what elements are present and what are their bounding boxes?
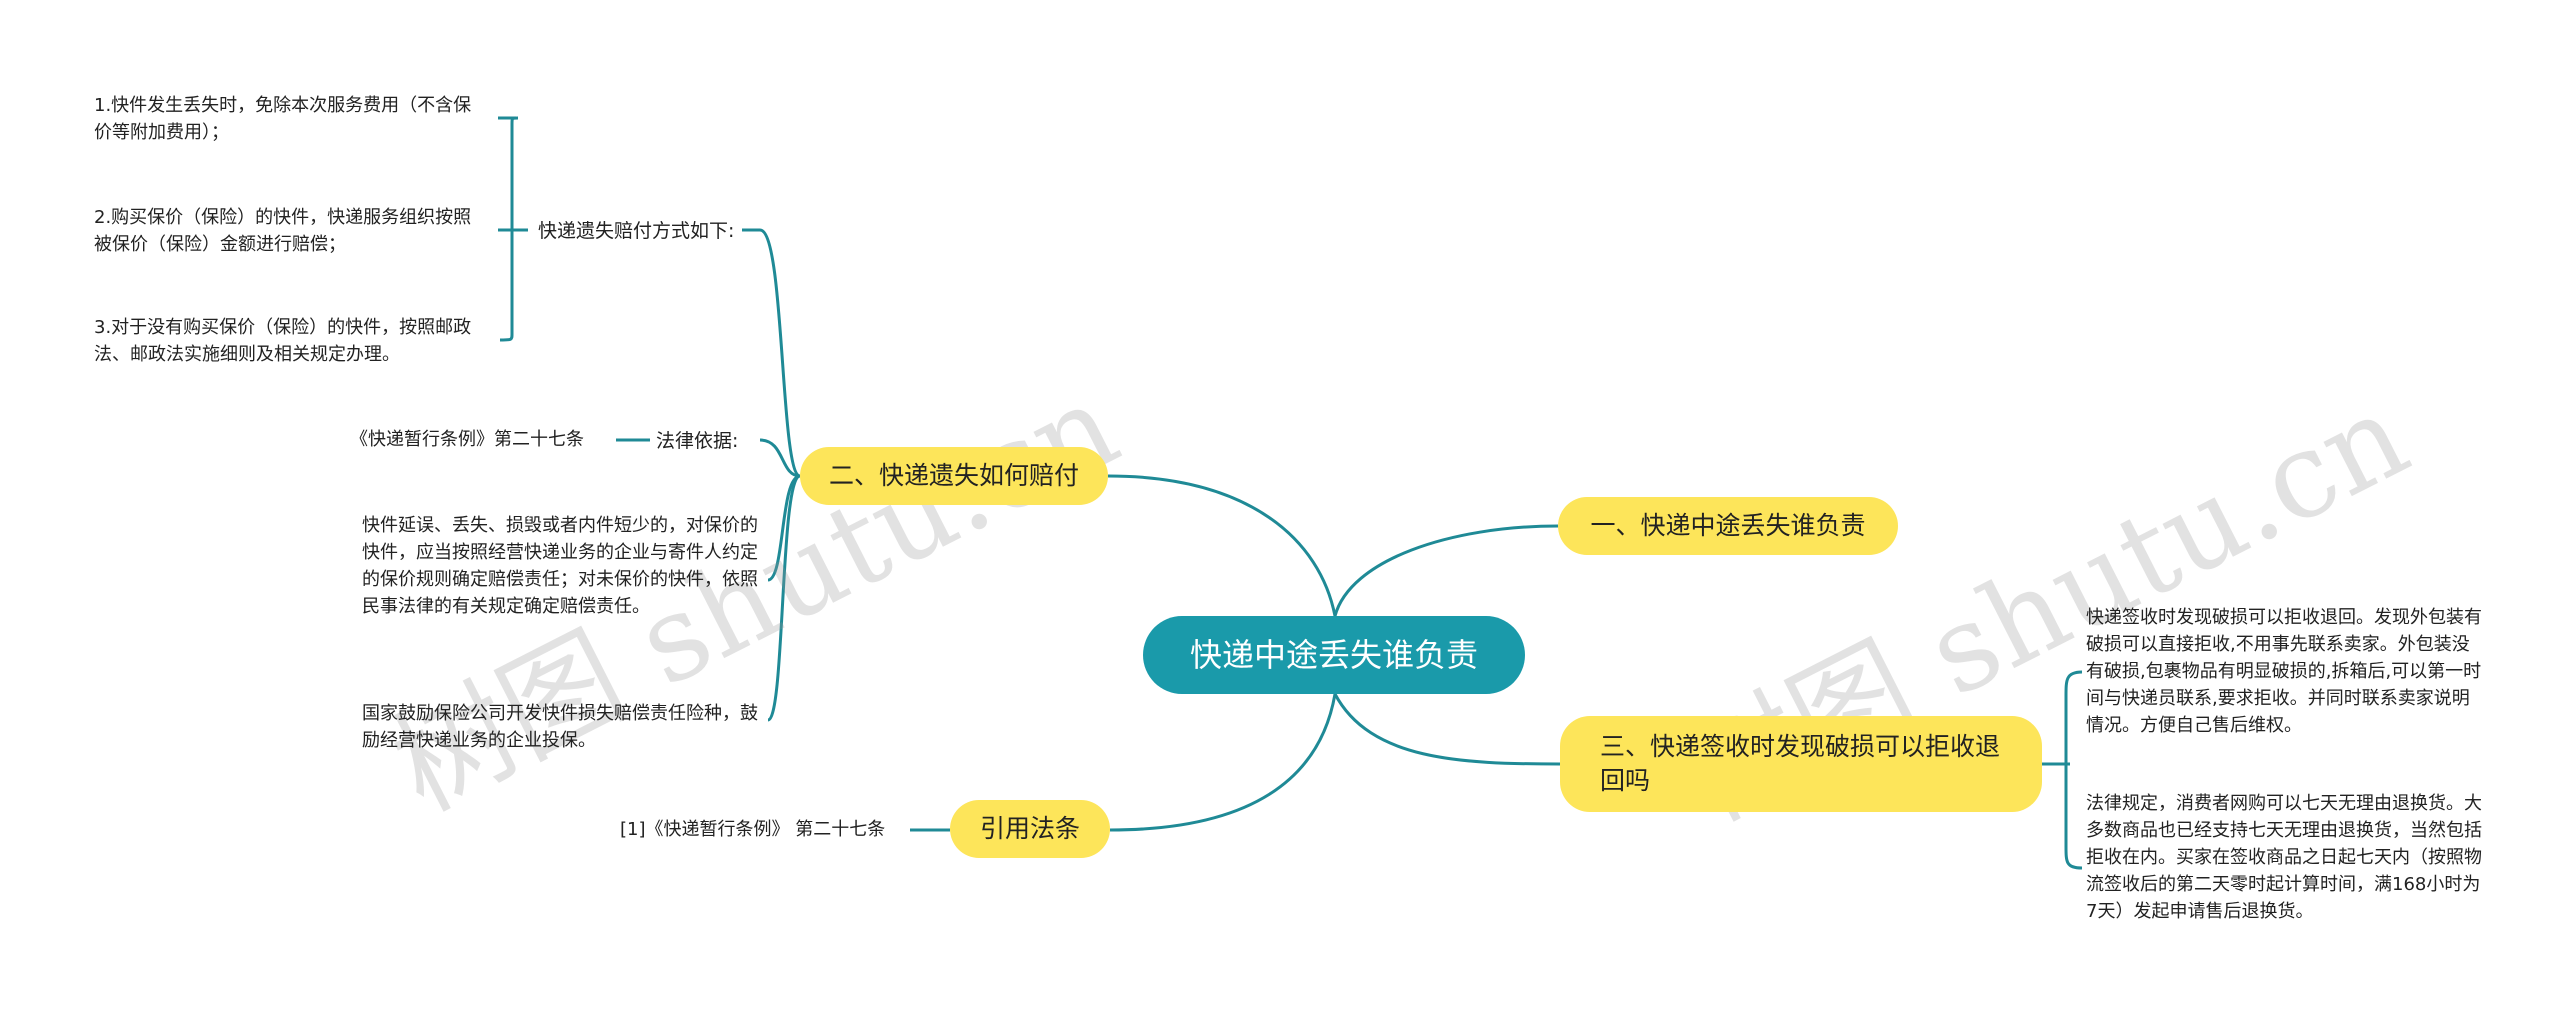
refuse-para-2[interactable]: 法律规定，消费者网购可以七天无理由退换货。大多数商品也已经支持七天无理由退换货，…: [2086, 793, 2482, 922]
link-b2-comp: [759, 228, 801, 478]
legal-para-2[interactable]: 国家鼓励保险公司开发快件损失赔偿责任险种，鼓励经营快递业务的企业投保。: [362, 703, 758, 751]
branch-cited-law[interactable]: 引用法条: [950, 800, 1110, 858]
root-topic[interactable]: 快递中途丢失谁负责: [1143, 616, 1525, 694]
compensation-item-1[interactable]: 1.快件发生丢失时，免除本次服务费用（不含保价等附加费用）；: [94, 95, 472, 143]
legal-para-1[interactable]: 快件延误、丢失、损毁或者内件短少的，对保价的快件，应当按照经营快递业务的企业与寄…: [362, 515, 758, 617]
compensation-label[interactable]: 快递遗失赔付方式如下:: [538, 220, 735, 242]
compensation-item-2[interactable]: 2.购买保价（保险）的快件，快递服务组织按照被保价（保险）金额进行赔偿；: [94, 207, 472, 255]
link-b2-para1: [767, 474, 801, 582]
link-root-b4: [1109, 693, 1337, 832]
branch-how-to-compensate[interactable]: 二、快递遗失如何赔付: [800, 447, 1108, 505]
compensation-item-3[interactable]: 3.对于没有购买保价（保险）的快件，按照邮政法、邮政法实施细则及相关规定办理。: [94, 317, 472, 365]
link-root-b2: [1107, 474, 1337, 617]
cited-law-ref[interactable]: [1]《快递暂行条例》 第二十七条: [620, 819, 886, 840]
legal-ref[interactable]: 《快递暂行条例》第二十七条: [350, 429, 584, 450]
refuse-para-1[interactable]: 快递签收时发现破损可以拒收退回。发现外包装有破损可以直接拒收,不用事先联系卖家。…: [2086, 607, 2482, 736]
link-root-b1: [1333, 524, 1559, 617]
legal-label[interactable]: 法律依据:: [656, 430, 739, 452]
b3-bracket-curve: [2064, 670, 2083, 870]
link-b2-para2: [766, 474, 801, 722]
branch-who-is-responsible[interactable]: 一、快递中途丢失谁负责: [1558, 497, 1898, 555]
branch-refuse-damaged[interactable]: 三、快递签收时发现破损可以拒收退回吗: [1560, 716, 2042, 812]
link-root-b3: [1333, 693, 1561, 766]
link-b2-legal: [759, 438, 801, 478]
